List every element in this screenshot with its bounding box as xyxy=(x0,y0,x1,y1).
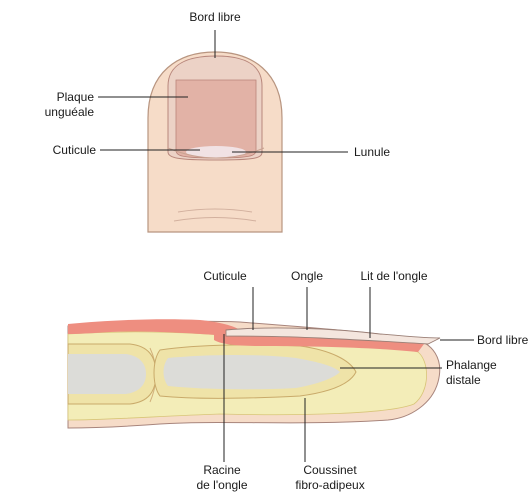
finger-top-view xyxy=(148,52,282,232)
label-fat-pad: Coussinet xyxy=(303,463,357,477)
finger-cross-section xyxy=(68,319,440,428)
label-cuticle-side: Cuticule xyxy=(203,269,247,283)
label-free-edge-top: Bord libre xyxy=(189,10,241,24)
label-distal-phalanx: Phalange xyxy=(446,358,497,372)
label-nail-root: Racine xyxy=(203,463,241,477)
label-nail-bed: Lit de l'ongle xyxy=(360,269,427,283)
label-nail-plate: unguéale xyxy=(45,105,95,119)
label-nail: Ongle xyxy=(291,269,323,283)
middle-phalanx-marrow xyxy=(68,354,146,394)
label-lunula: Lunule xyxy=(354,145,390,159)
label-nail-plate: Plaque xyxy=(57,90,95,104)
label-free-edge-side: Bord libre xyxy=(477,333,529,347)
label-cuticle-top: Cuticule xyxy=(53,143,97,157)
label-distal-phalanx: distale xyxy=(446,373,481,387)
label-fat-pad: fibro-adipeux xyxy=(295,478,364,492)
label-nail-root: de l'ongle xyxy=(197,478,248,492)
